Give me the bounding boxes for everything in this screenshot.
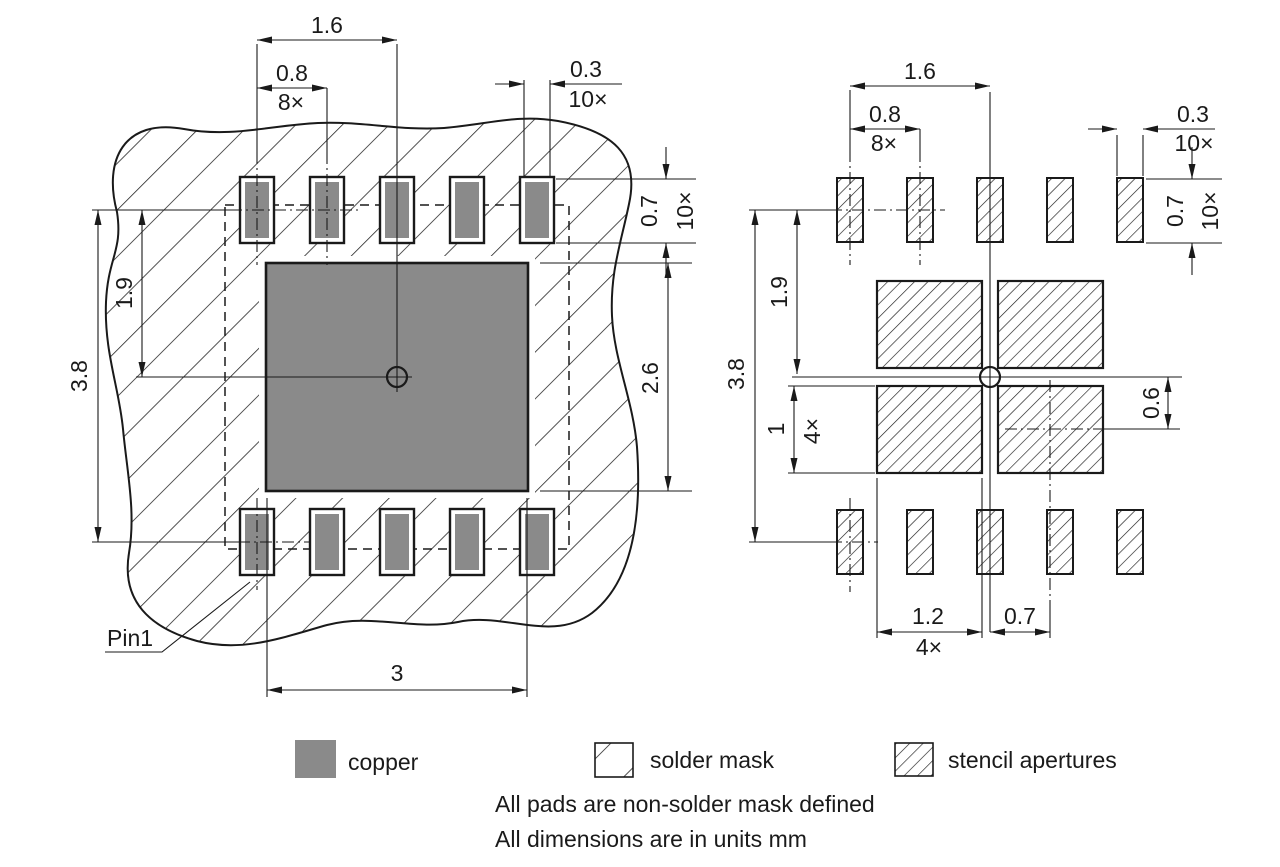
dim-aperture-pitch-label: 0.8	[869, 101, 901, 127]
dim-thermal-width-label: 3	[391, 660, 404, 686]
dim-center-offset-x: 0.7	[990, 603, 1050, 636]
dim-aperture-pitch: 0.8 8×	[850, 101, 920, 156]
centerlines	[749, 90, 1182, 638]
center-apertures	[875, 279, 1105, 475]
notes: All pads are non-solder mask defined All…	[495, 791, 875, 852]
note-units: All dimensions are in units mm	[495, 826, 807, 852]
legend-copper-label: copper	[348, 749, 419, 775]
dim-center-aperture-width-label: 1.2	[912, 603, 944, 629]
legend: copper solder mask stencil apertures	[295, 740, 1117, 778]
dim-pad-pitch: 0.8 8×	[257, 60, 327, 115]
stencil-view: 1.6 0.8 8× 0.3 10× 0.7 10× 3.8	[723, 58, 1223, 660]
pin1-callout: Pin1	[105, 581, 251, 653]
dim-aperture-span: 1.6	[850, 58, 990, 90]
dim-row-to-center: 1.9	[111, 210, 146, 377]
dim-center-aperture-height-label: 1	[763, 423, 789, 436]
dim-pad-span: 1.6	[257, 12, 397, 44]
legend-stencil-apertures-label: stencil apertures	[948, 747, 1117, 773]
centerlines	[92, 44, 551, 590]
dim-aperture-height-label: 0.7	[1162, 195, 1188, 227]
dim-aperture-width-label: 0.3	[1177, 101, 1209, 127]
dim-aperture-height-count: 10×	[1197, 191, 1223, 230]
stencil-apertures-swatch	[894, 742, 934, 777]
dim-center-offset-y: 0.6	[1138, 377, 1172, 429]
dim-row-to-center-label: 1.9	[111, 277, 137, 309]
dim-pad-pitch-count: 8×	[278, 89, 304, 115]
dim-aperture-height: 0.7 10×	[1146, 147, 1223, 275]
legend-solder-mask-label: solder mask	[650, 747, 774, 773]
dim-pad-width-count: 10×	[568, 86, 607, 112]
dim-aperture-span-label: 1.6	[904, 58, 936, 84]
dim-aperture-pitch-count: 8×	[871, 130, 897, 156]
dim-pad-pitch-label: 0.8	[276, 60, 308, 86]
pin1-label: Pin1	[107, 625, 153, 651]
land-pattern-view: 1.6 0.8 8× 0.3 10× 0.7 10×	[66, 12, 698, 697]
note-solder-mask-defined: All pads are non-solder mask defined	[495, 791, 875, 817]
dim-center-aperture-height-count: 4×	[799, 418, 825, 444]
dim-row-span-label: 3.8	[66, 360, 92, 392]
dim-center-offset-y-label: 0.6	[1138, 387, 1164, 419]
dim-aperture-row-span-label: 3.8	[723, 358, 749, 390]
dim-center-aperture-width: 1.2 4×	[876, 478, 983, 660]
dim-aperture-width-count: 10×	[1174, 130, 1213, 156]
dim-pad-height: 0.7 10×	[556, 147, 698, 275]
dim-aperture-row-to-center: 1.9	[766, 210, 801, 374]
dim-thermal-width: 3	[266, 498, 528, 697]
dim-center-aperture-height: 1 4×	[763, 385, 875, 474]
dim-row-span: 3.8	[66, 210, 102, 542]
dim-pad-width-label: 0.3	[570, 56, 602, 82]
dim-center-offset-x-label: 0.7	[1004, 603, 1036, 629]
dim-aperture-width: 0.3 10×	[1088, 101, 1215, 156]
center-mark	[385, 365, 409, 389]
dim-pad-height-label: 0.7	[636, 195, 662, 227]
dim-pad-height-count: 10×	[672, 191, 698, 230]
dim-thermal-height-label: 2.6	[637, 362, 663, 394]
dim-thermal-height: 2.6	[540, 262, 692, 492]
dim-pad-width: 0.3 10×	[495, 56, 622, 112]
center-mark	[978, 365, 1002, 389]
dim-aperture-row-span: 3.8	[723, 210, 759, 542]
dim-aperture-row-to-center-label: 1.9	[766, 276, 792, 308]
dim-center-aperture-width-count: 4×	[916, 634, 942, 660]
copper-swatch	[295, 740, 336, 778]
dim-pad-span-label: 1.6	[311, 12, 343, 38]
solder-mask-swatch	[594, 742, 634, 778]
